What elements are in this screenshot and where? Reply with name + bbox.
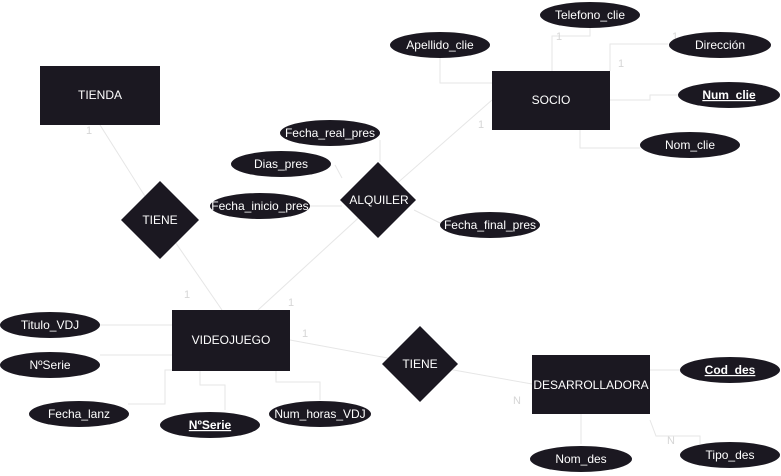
relationship-tiene-tienda-label: TIENE xyxy=(142,213,177,227)
attribute-direccion-label: Dirección xyxy=(695,38,745,52)
attribute-nserie-key-label: NºSerie xyxy=(189,418,232,432)
attribute-fecha-inicio-pres-label: Fecha_inicio_pres xyxy=(211,199,308,213)
connector-dias-pres xyxy=(334,164,343,179)
attribute-fecha-lanz[interactable]: Fecha_lanz xyxy=(29,401,129,427)
attribute-nom-clie-label: Nom_clie xyxy=(665,138,715,152)
connector-fecha-final-pres xyxy=(413,209,443,225)
entity-socio-label: SOCIO xyxy=(532,93,571,107)
attribute-nom-des-label: Nom_des xyxy=(555,452,606,466)
attribute-titulo-vdj-label: Titulo_VDJ xyxy=(21,318,79,332)
attribute-dias-pres-label: Dias_pres xyxy=(254,157,308,171)
attribute-fecha-inicio-pres[interactable]: Fecha_inicio_pres xyxy=(210,193,310,219)
connector-direccion xyxy=(609,43,668,71)
cardinality-videojuego-alquiler: 1 xyxy=(288,297,294,309)
cardinality-direccion: 1 xyxy=(618,58,624,70)
cardinality-tipo-des: N xyxy=(667,435,675,447)
relationship-tiene-desarrolladora-label: TIENE xyxy=(402,357,437,371)
attribute-titulo-vdj[interactable]: Titulo_VDJ xyxy=(0,312,100,338)
attribute-num-clie-label: Num_clie xyxy=(702,88,756,102)
attribute-cod-des-label: Cod_des xyxy=(705,363,756,377)
attribute-telefono-clie-label: Telefono_clie xyxy=(555,8,625,22)
entity-videojuego-label: VIDEOJUEGO xyxy=(192,333,271,347)
attribute-num-horas-vdj-label: Num_horas_VDJ xyxy=(274,407,365,421)
attribute-nserie-label: NºSerie xyxy=(29,358,70,372)
cardinalities: 1 1 1 1 1 1 1 1 N N xyxy=(86,31,678,447)
entity-desarrolladora-label: DESARROLLADORA xyxy=(533,378,648,392)
connector-num-clie xyxy=(610,94,678,101)
entity-tienda-label: TIENDA xyxy=(78,88,122,102)
attribute-direccion[interactable]: Dirección xyxy=(669,32,771,58)
connector-alquiler-videojuego xyxy=(257,199,379,311)
attribute-nom-des[interactable]: Nom_des xyxy=(530,446,632,472)
relationship-alquiler-label: ALQUILER xyxy=(349,193,409,207)
cardinality-videojuego-tiene: 1 xyxy=(184,289,190,301)
attribute-dias-pres[interactable]: Dias_pres xyxy=(231,151,331,177)
attribute-fecha-real-pres-label: Fecha_real_pres xyxy=(285,126,375,140)
cardinality-videojuego-desarrolladora: 1 xyxy=(302,328,308,340)
entity-socio[interactable]: SOCIO xyxy=(492,71,610,130)
cardinality-tienda: 1 xyxy=(86,125,92,137)
attribute-fecha-final-pres-label: Fecha_final_pres xyxy=(444,218,536,232)
relationship-alquiler[interactable]: ALQUILER xyxy=(340,162,416,238)
attribute-telefono-clie[interactable]: Telefono_clie xyxy=(540,2,640,28)
attribute-nserie[interactable]: NºSerie xyxy=(0,352,100,378)
connector-telefono-clie xyxy=(551,26,591,71)
attribute-nserie-key[interactable]: NºSerie xyxy=(160,412,260,438)
attribute-fecha-real-pres[interactable]: Fecha_real_pres xyxy=(280,120,380,146)
cardinality-telefono: 1 xyxy=(556,31,562,43)
attribute-apellido-clie[interactable]: Apellido_clie xyxy=(390,32,490,58)
connector-tipo-des xyxy=(649,419,701,444)
connector-fecha-lanz xyxy=(128,369,172,405)
attribute-apellido-clie-label: Apellido_clie xyxy=(406,38,474,52)
entity-desarrolladora[interactable]: DESARROLLADORA xyxy=(532,355,650,414)
cardinality-direccion-attr: 1 xyxy=(672,31,678,43)
attribute-nom-clie[interactable]: Nom_clie xyxy=(640,132,740,158)
relationship-tiene-desarrolladora[interactable]: TIENE xyxy=(382,326,458,402)
connector-nom-clie xyxy=(579,130,640,149)
attribute-num-horas-vdj[interactable]: Num_horas_VDJ xyxy=(269,401,371,427)
entity-tienda[interactable]: TIENDA xyxy=(40,66,160,125)
connector-apellido-clie xyxy=(439,58,492,84)
cardinality-socio-alquiler: 1 xyxy=(478,119,484,131)
connector-nserie-key xyxy=(199,371,226,410)
connector-num-horas-vdj xyxy=(275,371,321,400)
attribute-fecha-final-pres[interactable]: Fecha_final_pres xyxy=(440,212,540,238)
entity-videojuego[interactable]: VIDEOJUEGO xyxy=(172,310,290,371)
cardinality-desarrolladora: N xyxy=(513,395,521,407)
attribute-tipo-des[interactable]: Tipo_des xyxy=(680,442,780,468)
attribute-num-clie[interactable]: Num_clie xyxy=(678,82,780,108)
attribute-fecha-lanz-label: Fecha_lanz xyxy=(48,407,110,421)
attribute-tipo-des-label: Tipo_des xyxy=(706,448,755,462)
relationship-tiene-tienda[interactable]: TIENE xyxy=(121,181,199,259)
attribute-cod-des[interactable]: Cod_des xyxy=(680,357,780,383)
